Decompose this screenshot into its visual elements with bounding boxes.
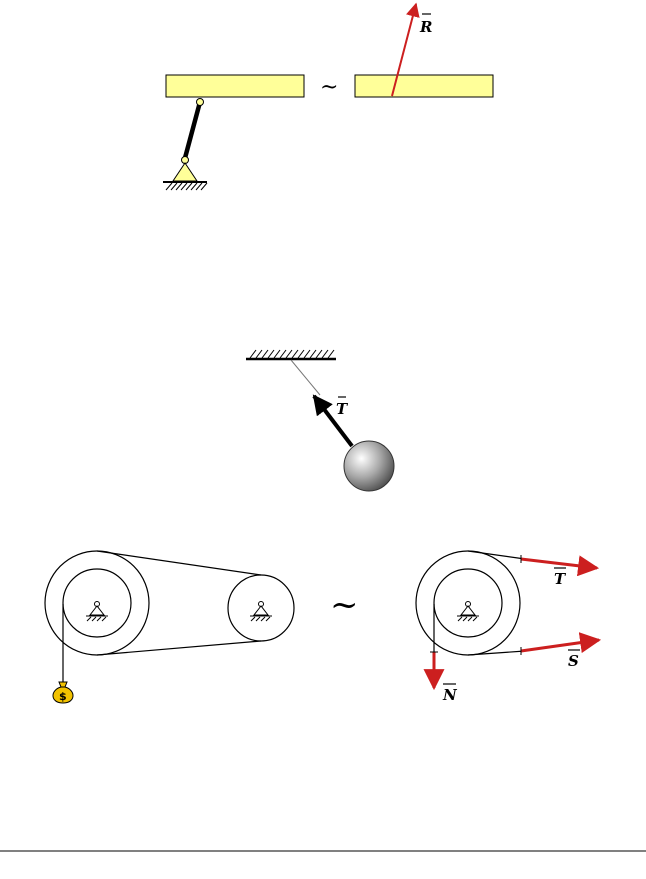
pulley-left-inner bbox=[62, 568, 132, 638]
beam-left bbox=[165, 74, 305, 98]
equivalence-symbol-2: ~ bbox=[330, 585, 359, 625]
money-bag-symbol: $ bbox=[59, 690, 67, 703]
ground-hatch bbox=[165, 182, 208, 191]
belt-stub-bottom bbox=[467, 650, 526, 656]
money-bag: $ bbox=[52, 681, 74, 704]
equivalence-symbol-1: ~ bbox=[320, 75, 338, 100]
beam-right bbox=[354, 74, 494, 98]
belt-top bbox=[96, 550, 262, 576]
label-S3: S bbox=[568, 652, 579, 670]
tension-arrow bbox=[312, 394, 354, 448]
ceiling-hatch bbox=[249, 349, 335, 359]
link-rod bbox=[182, 101, 203, 159]
rope bbox=[290, 359, 321, 396]
force-arrow-T bbox=[520, 555, 600, 577]
pulley-equiv-inner bbox=[433, 568, 503, 638]
figure-1-beam-link: ~ R bbox=[163, 2, 494, 191]
pulley-equiv-outer bbox=[415, 550, 521, 656]
ball bbox=[343, 440, 395, 492]
belt-bottom bbox=[96, 640, 262, 656]
pulley-left-outer bbox=[44, 550, 150, 656]
label-T: T bbox=[336, 400, 349, 418]
force-arrow-R bbox=[391, 2, 420, 97]
bearing-right bbox=[250, 601, 272, 622]
pulley-right-outer bbox=[227, 574, 295, 642]
label-N3: N bbox=[442, 686, 458, 704]
force-arrow-S bbox=[520, 632, 602, 654]
figure-3-pulley-belt: $ ~ T S N bbox=[44, 550, 602, 704]
belt-stub-top bbox=[467, 550, 526, 560]
label-R: R bbox=[419, 18, 432, 36]
support-triangle bbox=[172, 162, 198, 182]
label-T3: T bbox=[554, 570, 567, 588]
bearing-left bbox=[86, 601, 108, 622]
figure-2-hanging-ball: T bbox=[246, 349, 395, 492]
pin-top bbox=[196, 98, 204, 106]
bearing-equiv bbox=[457, 601, 479, 622]
